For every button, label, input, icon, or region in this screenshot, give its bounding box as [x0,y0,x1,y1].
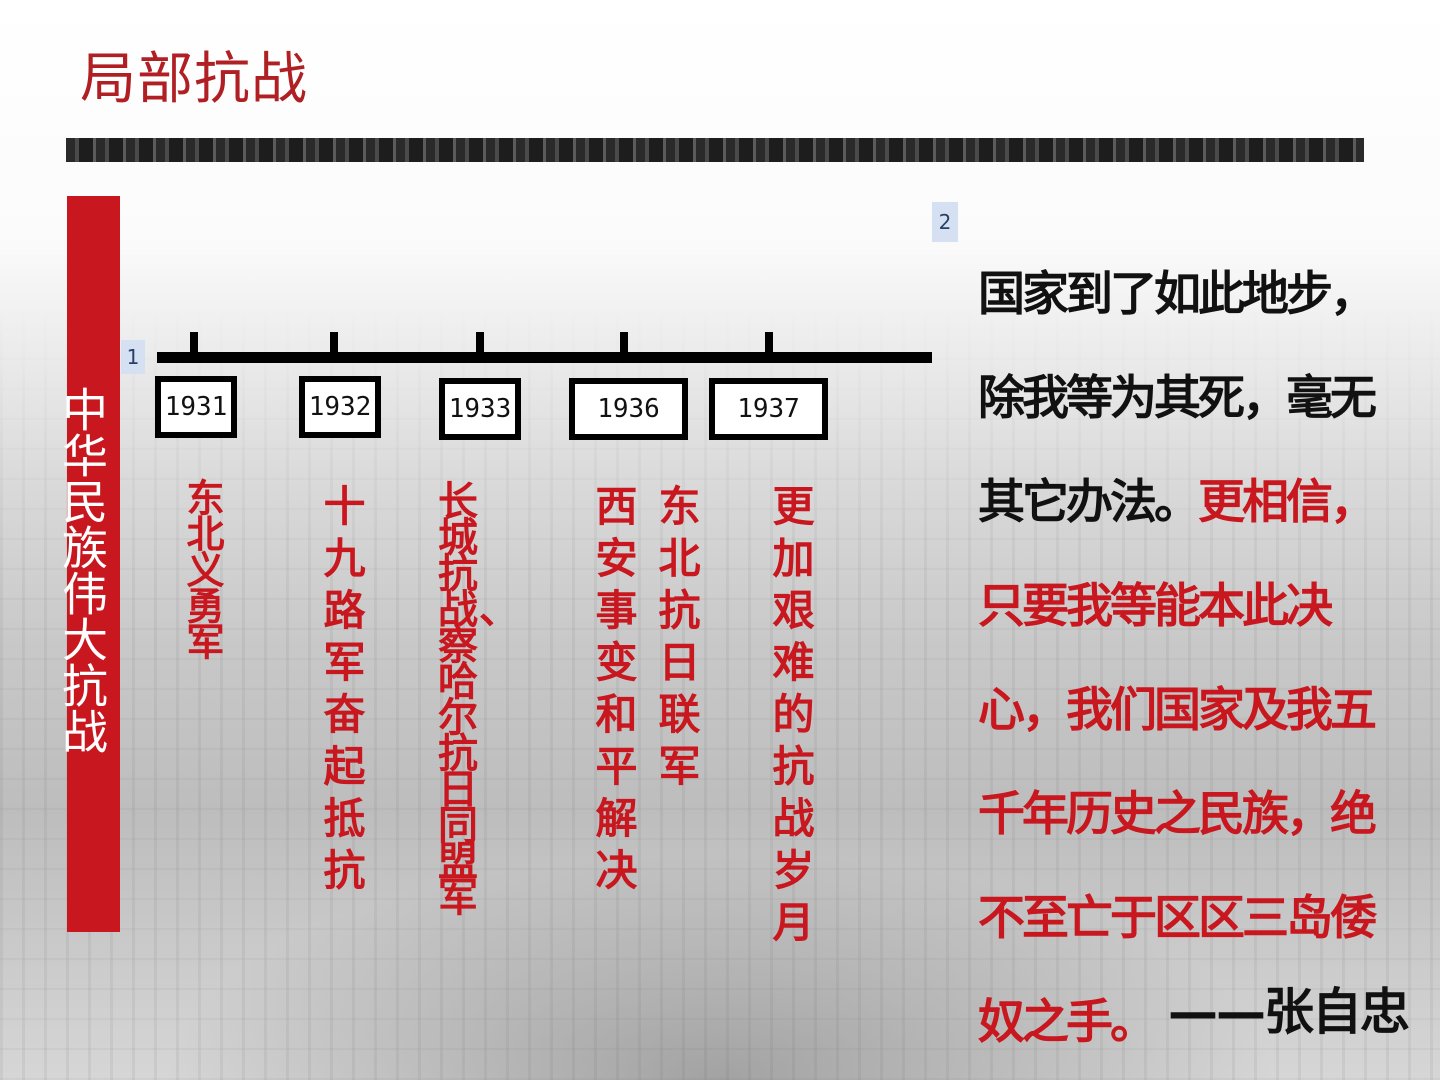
timeline-tick [330,332,338,356]
year-box-1936: 1936 [569,378,688,440]
quote-author: ——张自忠 [1168,983,1410,1041]
vertical-banner: 中华民族伟大抗战 [55,196,120,932]
event-1931: 东北义勇军 [180,478,224,658]
slide-marker-1[interactable]: 1 [121,340,145,374]
event-1932: 十九路军奋起抵抗 [317,484,366,900]
event-1936-northeast: 东北抗日联军 [652,484,701,796]
timeline-axis [157,352,932,363]
quote-text: 国家到了如此地步，除我等为其死，毫无其它办法。更相信，只要我等能本此决心，我们国… [978,243,1408,1075]
event-1933: 长城抗战、察哈尔抗日同盟军 [438,479,520,921]
title-underline-bar [66,138,1364,162]
year-box-1932: 1932 [299,376,381,438]
event-1936-xian: 西安事变和平解决 [589,484,638,900]
event-1937: 更加艰难的抗战岁月 [766,484,815,952]
timeline-tick [620,332,628,356]
year-box-1931: 1931 [155,376,237,438]
year-box-1933: 1933 [439,378,521,440]
year-box-1937: 1937 [709,378,828,440]
slide-marker-2[interactable]: 2 [932,202,958,242]
timeline-tick [765,332,773,356]
quote-black: 国家到了如此地步，除我等为其死，毫无其它办法。 [978,267,1377,530]
timeline-tick [190,332,198,356]
quote-red: 更相信，只要我等能本此决心，我们国家及我五千年历史之民族，绝不至亡于区区三岛倭奴… [978,475,1377,1050]
slide-title: 局部抗战 [80,47,308,112]
timeline-tick [476,332,484,356]
